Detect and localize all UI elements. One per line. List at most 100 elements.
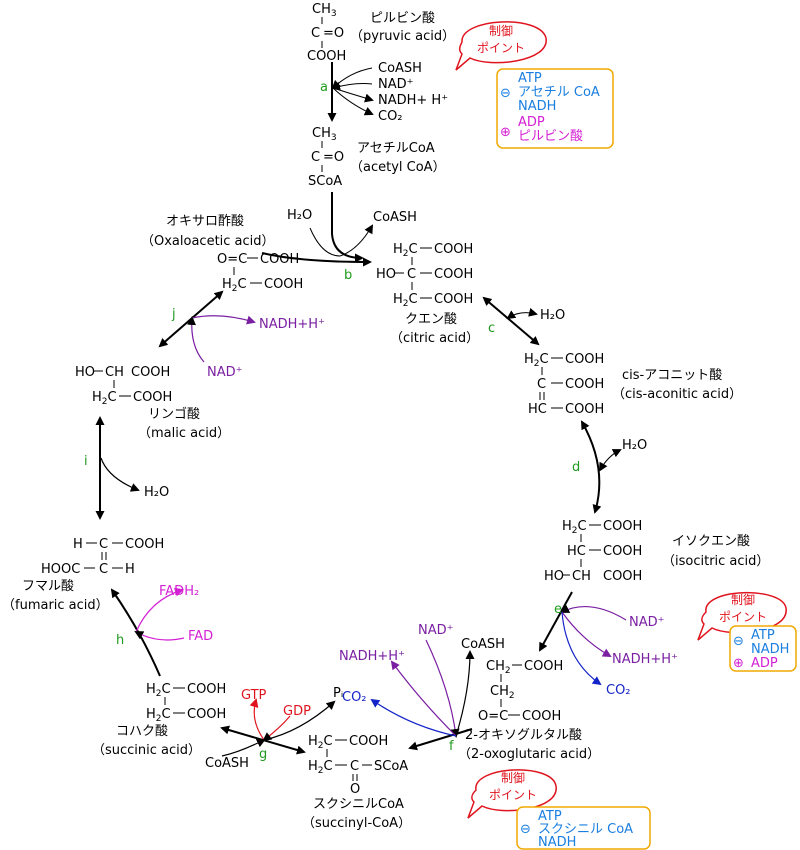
regulator-box-ogdh: ⊖ ATP スクシニル CoA NADH bbox=[516, 806, 651, 850]
svg-text:ATP: ATP bbox=[518, 71, 542, 86]
svg-text:スクシニル CoA: スクシニル CoA bbox=[538, 822, 633, 837]
cisaconitate-name: cis-アコニット酸 bbox=[622, 368, 722, 383]
svg-text:H2C: H2C bbox=[222, 277, 247, 294]
oxaloacetate-name: オキサロ酢酸 bbox=[166, 214, 244, 229]
svg-text:C: C bbox=[99, 537, 108, 552]
svg-text:COOH: COOH bbox=[125, 537, 164, 552]
isocitrate-name-en: （isocitric acid） bbox=[662, 554, 769, 569]
svg-text:H2C: H2C bbox=[562, 519, 587, 536]
isocitrate-structure: H2C COOH HC COOH HO CH COOH bbox=[544, 519, 642, 584]
oxoglutarate-name: 2-オキソグルタル酸 bbox=[465, 728, 582, 743]
svg-text:COOH: COOH bbox=[131, 365, 170, 380]
svg-text:COOH: COOH bbox=[522, 709, 561, 724]
succinate-name-en: （succinic acid） bbox=[92, 743, 201, 758]
nad-j: NAD⁺ bbox=[207, 365, 243, 380]
h2o-c: H₂O bbox=[540, 308, 565, 323]
svg-text:HOOC: HOOC bbox=[41, 562, 80, 577]
enzyme-h-label: h bbox=[116, 633, 124, 648]
reaction-c-arrow bbox=[482, 296, 540, 346]
svg-text:COOH: COOH bbox=[307, 49, 346, 64]
coash-b: CoASH bbox=[373, 210, 417, 225]
enzyme-g-label: g bbox=[259, 747, 267, 762]
svg-text:CH: CH bbox=[105, 365, 124, 380]
acetylcoa-name: アセチルCoA bbox=[357, 141, 435, 156]
gtp-label: GTP bbox=[241, 688, 267, 703]
svg-text:O=C: O=C bbox=[478, 709, 508, 724]
regulator-box-idh: ⊖ ATP NADH ⊕ ADP bbox=[729, 625, 797, 672]
activator-sign: ⊕ bbox=[500, 125, 511, 140]
svg-text:=O: =O bbox=[323, 150, 344, 165]
cisaconitate-structure: H2C COOH C COOH HC COOH bbox=[524, 352, 604, 417]
svg-text:CH3: CH3 bbox=[312, 126, 337, 143]
svg-text:C: C bbox=[311, 150, 320, 165]
oxoglutarate-structure: CH2 COOH CH2 O=C COOH bbox=[478, 659, 563, 724]
svg-text:NADH: NADH bbox=[518, 99, 556, 114]
enzyme-f-label: f bbox=[449, 739, 454, 754]
nad-e: NAD⁺ bbox=[629, 615, 665, 630]
nadh-j: NADH+H⁺ bbox=[259, 317, 325, 332]
svg-text:C: C bbox=[537, 377, 546, 392]
svg-text:H2C: H2C bbox=[524, 352, 549, 369]
svg-text:O: O bbox=[350, 782, 360, 797]
nadh-a: NADH+ H⁺ bbox=[378, 93, 448, 108]
nad-f: NAD⁺ bbox=[418, 623, 454, 638]
fad-label: FAD bbox=[188, 629, 213, 644]
control-point-bubble-pdh: 制御 ポイント bbox=[455, 21, 547, 71]
regulator-box-pdh: ⊖ ATP アセチル CoA NADH ⊕ ADP ピルビン酸 bbox=[496, 68, 614, 149]
svg-text:H2C: H2C bbox=[308, 759, 333, 776]
svg-text:⊕: ⊕ bbox=[733, 656, 744, 671]
reaction-b-arrow bbox=[331, 192, 364, 263]
fumarate-name-en: （fumaric acid） bbox=[2, 598, 109, 613]
succinate-structure: H2C COOH H2C COOH bbox=[146, 682, 226, 724]
coash-a: CoASH bbox=[378, 61, 422, 76]
svg-text:HO: HO bbox=[544, 569, 564, 584]
succinylcoa-structure: H2C COOH H2C C SCoA O bbox=[308, 734, 408, 797]
svg-text:CH2: CH2 bbox=[486, 659, 511, 676]
svg-text:H2C: H2C bbox=[393, 292, 418, 309]
reaction-d-arrow bbox=[581, 420, 602, 514]
svg-text:ピルビン酸: ピルビン酸 bbox=[518, 129, 583, 144]
oxoglutarate-name-en: （2-oxoglutaric acid） bbox=[458, 747, 600, 762]
svg-text:H2C: H2C bbox=[393, 242, 418, 259]
svg-text:ATP: ATP bbox=[751, 628, 775, 643]
svg-text:C: C bbox=[311, 26, 320, 41]
nadh-f: NADH+H⁺ bbox=[339, 649, 405, 664]
reaction-b-oxaloacetate-arrow bbox=[261, 252, 372, 267]
svg-text:NADH: NADH bbox=[751, 642, 789, 657]
svg-text:制御: 制御 bbox=[731, 592, 755, 607]
fumarate-name: フマル酸 bbox=[22, 579, 74, 594]
svg-text:HC: HC bbox=[528, 402, 547, 417]
cisaconitate-name-en: （cis-aconitic acid） bbox=[612, 387, 742, 402]
svg-text:アセチル CoA: アセチル CoA bbox=[518, 85, 600, 100]
citrate-name: クエン酸 bbox=[405, 312, 457, 327]
reaction-f-arrow bbox=[408, 728, 473, 751]
pyruvate-name: ピルビン酸 bbox=[370, 11, 435, 26]
h2o-i: H₂O bbox=[144, 485, 169, 500]
svg-text:H2C: H2C bbox=[146, 682, 171, 699]
citrate-structure: H2C COOH HO C COOH H2C COOH bbox=[376, 242, 473, 309]
enzyme-j-label: j bbox=[171, 307, 176, 322]
svg-text:ADP: ADP bbox=[751, 656, 778, 671]
svg-text:=O: =O bbox=[323, 26, 344, 41]
svg-text:ADP: ADP bbox=[518, 115, 545, 130]
svg-text:COOH: COOH bbox=[133, 390, 172, 405]
svg-text:ポイント: ポイント bbox=[719, 610, 767, 624]
enzyme-i-label: i bbox=[84, 454, 88, 469]
coash-f: CoASH bbox=[461, 637, 505, 652]
svg-text:HO: HO bbox=[75, 365, 95, 380]
svg-text:C: C bbox=[350, 759, 359, 774]
succinate-name: コハク酸 bbox=[116, 724, 168, 739]
pyruvate-name-en: （pyruvic acid） bbox=[350, 29, 455, 44]
svg-text:H2C: H2C bbox=[146, 707, 171, 724]
succinylcoa-name: スクシニルCoA bbox=[313, 797, 404, 812]
svg-text:COOH: COOH bbox=[603, 519, 642, 534]
svg-text:⊖: ⊖ bbox=[733, 634, 744, 649]
co2-f: CO₂ bbox=[342, 690, 367, 705]
svg-text:COOH: COOH bbox=[434, 267, 473, 282]
fumarate-structure: H C COOH HOOC C H bbox=[41, 537, 164, 577]
svg-text:COOH: COOH bbox=[524, 659, 563, 674]
svg-text:COOH: COOH bbox=[264, 277, 303, 292]
enzyme-c-label: c bbox=[488, 321, 495, 336]
svg-text:H2C: H2C bbox=[92, 390, 117, 407]
